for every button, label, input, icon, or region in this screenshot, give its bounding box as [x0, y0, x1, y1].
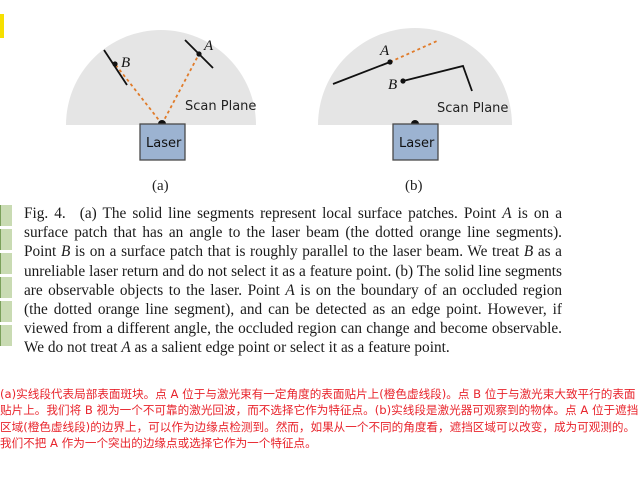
beam-occluded-b [389, 40, 438, 63]
margin-bar [0, 205, 12, 226]
caption-text: is on a surface patch that has an angle … [24, 205, 562, 261]
point-b-ref: B [60, 243, 71, 261]
laser-box-b [392, 123, 439, 161]
point-a-ref: A [502, 205, 512, 222]
point-b-dot-a [112, 61, 118, 67]
beam-to-a-a [161, 53, 200, 125]
object-line-a-b [332, 61, 391, 85]
surface-patch-b-a [103, 49, 128, 86]
laser-label-b: Laser [399, 136, 435, 151]
margin-bar [0, 253, 12, 274]
highlight-marker [0, 14, 4, 38]
panel-b: A B Scan Plane Laser [318, 28, 512, 161]
object-line-b-b [402, 64, 473, 92]
point-a-dot-b [387, 59, 393, 65]
scan-plane-a [66, 30, 256, 125]
point-a-label-b: A [379, 43, 390, 59]
scan-plane-label-a: Scan Plane [185, 99, 256, 114]
beam-to-b-a [114, 63, 163, 125]
caption-text: (a) The solid line segments represent lo… [79, 205, 503, 222]
subfigure-label-a: (a) [152, 178, 169, 194]
point-b-ref: B [523, 243, 534, 261]
point-b-label-b: B [388, 77, 397, 93]
scan-plane-label-b: Scan Plane [437, 101, 508, 116]
point-a-ref: A [285, 281, 295, 299]
figure-4-diagram: B A Scan Plane Laser A B Scan Plane Lase… [66, 28, 512, 194]
scan-plane-b [318, 28, 512, 125]
point-a-ref: A [121, 339, 131, 357]
figure-caption: Fig. 4. (a) The solid line segments repre… [24, 204, 562, 358]
caption-text: as a unreliable laser return and do not … [24, 243, 562, 299]
point-a-label-a: A [203, 38, 214, 54]
point-b-dot-b [400, 78, 406, 84]
caption-text: is on a surface patch that is roughly pa… [70, 243, 524, 261]
margin-bar [0, 229, 12, 250]
margin-bar [0, 301, 12, 322]
point-a-dot-a [196, 51, 202, 57]
laser-box-a [139, 123, 186, 161]
margin-bar [0, 325, 12, 346]
margin-bar [0, 277, 12, 298]
panel-a: B A Scan Plane Laser [66, 30, 256, 161]
caption-text: as a salient edge point or select it as … [130, 339, 450, 357]
chinese-translation: (a)实线段代表局部表面斑块。点 A 位于与激光束有一定角度的表面贴片上(橙色虚… [0, 387, 639, 450]
laser-label-a: Laser [146, 136, 182, 151]
figure-number: Fig. 4. [24, 205, 66, 222]
subfigure-label-b: (b) [405, 178, 423, 194]
caption-text: is on the boundary of an occluded region… [24, 281, 563, 357]
point-b-label-a: B [121, 55, 130, 71]
margin-annotation-bars [0, 205, 12, 349]
